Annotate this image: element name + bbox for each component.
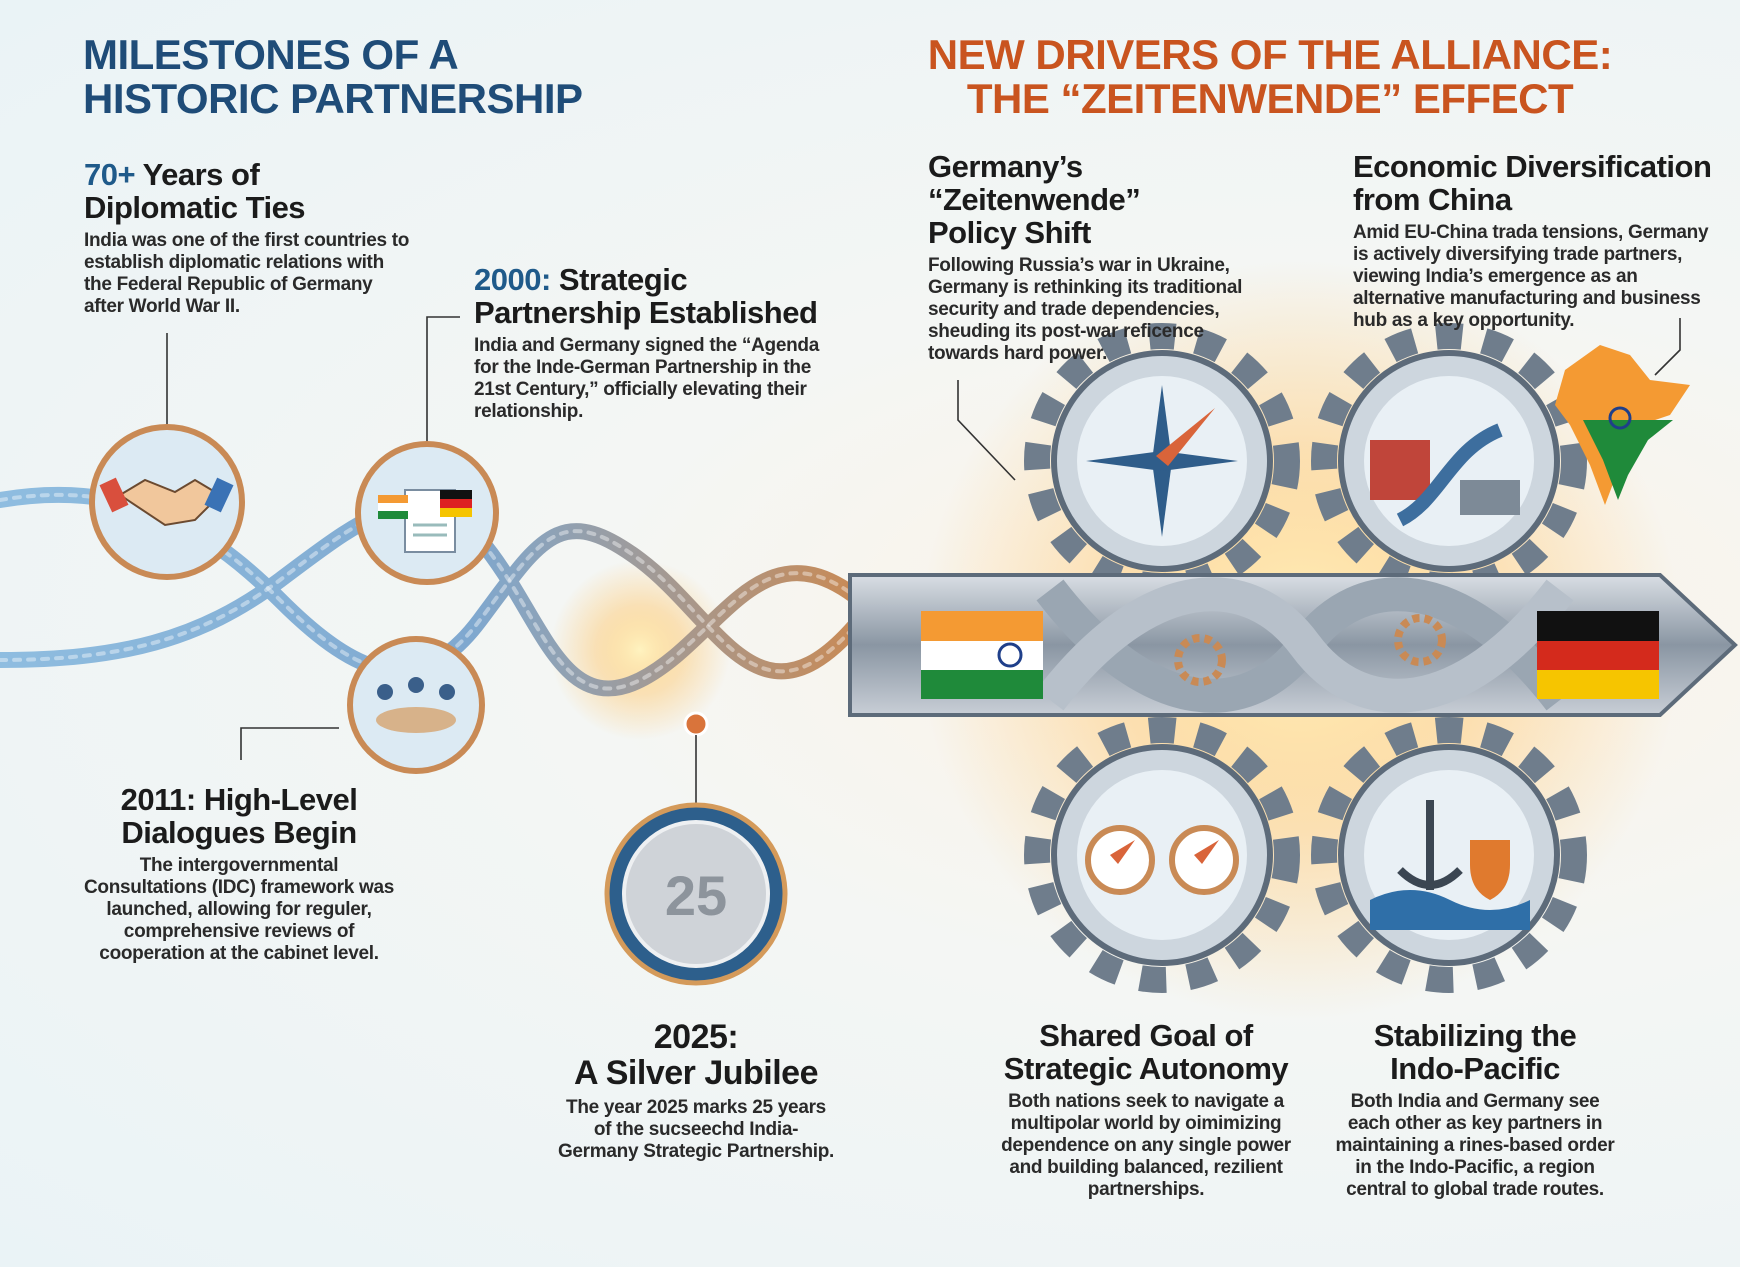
twin-compass-gear-icon [1024,717,1300,993]
anchor-shield-gear-icon [1311,717,1587,993]
heading-text: Germany’s “Zeitenwende” [928,149,1141,217]
driver-body: Following Russia’s war in Ukraine, Germa… [928,255,1243,364]
india-map-icon [1555,345,1690,505]
milestones-title: MILESTONES OF A HISTORIC PARTNERSHIP [83,33,583,121]
heading-text: 2025: [653,1018,739,1056]
coin-number: 25 [665,864,727,927]
driver-body: Both nations seek to navigate a multipol… [1001,1091,1291,1200]
handshake-icon [89,424,245,580]
meeting-table-icon [347,636,485,774]
gears [1024,323,1587,993]
heading-text: Strategic Autonomy [1003,1051,1289,1086]
heading-accent: 2000: [474,262,551,297]
heading-text: from China [1353,182,1512,217]
title-line: MILESTONES OF A [83,31,459,78]
heading-text: Stabilizing the [1373,1018,1577,1053]
germany-flag-icon [1537,611,1659,699]
driver-body: Amid EU-China trada tensions, Germany is… [1353,222,1709,331]
heading-text: Indo-Pacific [1390,1051,1560,1086]
heading-text: Dialogues Begin [121,815,357,850]
drivers-title: NEW DRIVERS OF THE ALLIANCE: THE “ZEITEN… [900,33,1640,121]
interlocked-band [848,573,1738,717]
heading-text: Economic Diversification [1353,149,1712,184]
heading-text: A Silver Jubilee [574,1054,818,1092]
silver-coin-icon: 25 [604,802,788,986]
heading-text: Policy Shift [928,215,1091,250]
milestone-body: The year 2025 marks 25 years of the sucs… [557,1097,835,1162]
heading-accent: 70+ [84,157,136,192]
title-line: HISTORIC PARTNERSHIP [83,75,583,122]
heading-text: Strategic [550,262,688,297]
timeline-node [683,711,709,737]
title-line: THE “ZEITENWENDE” EFFECT [966,75,1574,122]
india-flag-icon [921,611,1043,699]
milestone-body: The intergovernmental Consultations (IDC… [84,855,394,964]
milestone-heading: 2025:A Silver Jubilee [556,1019,836,1091]
documents-flags-icon [355,441,499,585]
glow-small [550,560,730,740]
milestone-2025: 2025:A Silver Jubilee The year 2025 mark… [556,1019,836,1163]
heading-text: Diplomatic Ties [84,190,306,225]
driver-zeitenwende: Germany’s “Zeitenwende”Policy Shift Foll… [928,150,1278,365]
driver-body: Both India and Germany see each other as… [1335,1091,1615,1200]
heading-text: 2011: High-Level [120,782,358,817]
milestone-body: India was one of the first countries to … [84,230,410,317]
compass-gear-icon [1024,323,1300,599]
wall-factory-gear-icon [1311,323,1587,599]
connector-lines [166,316,1681,805]
heading-text: Partnership Established [474,295,818,330]
milestone-body: India and Germany signed the “Agenda for… [474,335,819,422]
driver-heading: Germany’s “Zeitenwende”Policy Shift [928,150,1278,249]
title-line: NEW DRIVERS OF THE ALLIANCE: [927,31,1613,78]
heading-text: Shared Goal of [1039,1018,1253,1053]
heading-text: Years of [135,157,260,192]
